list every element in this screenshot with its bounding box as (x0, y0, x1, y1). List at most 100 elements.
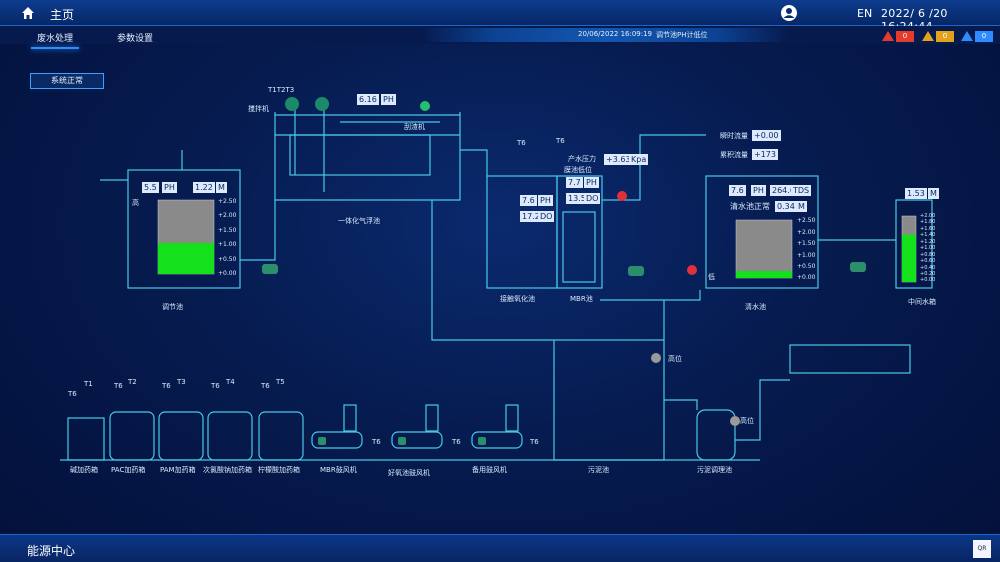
sludge-tank (553, 339, 665, 461)
tick: +1.60 (920, 226, 936, 232)
sludge-tank-label: 污泥池 (588, 466, 609, 474)
dosing-tank-5 (258, 411, 304, 461)
dosing-tank-1 (67, 417, 105, 461)
top-bar: 主页 EN 2022/ 6 /20 16:24:44 (0, 0, 1000, 33)
blower-t6-3: T6 (530, 438, 539, 446)
tick: +1.50 (797, 240, 816, 247)
middle-tank-label: 中间水箱 (908, 298, 936, 306)
blower-label-3: 备用鼓风机 (472, 466, 507, 474)
mbr-do-value: 13.5 (566, 193, 588, 204)
tick: +2.00 (218, 212, 237, 219)
tick: +0.00 (797, 274, 816, 281)
regulating-tank (127, 169, 241, 289)
mbr-ph-value: 7.7 (566, 177, 583, 188)
float-ph-value: 6.16 (357, 94, 379, 105)
tick: +1.20 (920, 239, 936, 245)
blower-3 (471, 431, 523, 449)
alarm-blue-count: 0 (975, 30, 993, 42)
high-marker: 高 (132, 199, 139, 207)
alarm-orange[interactable]: 0 (922, 30, 954, 42)
tick: +0.50 (797, 263, 816, 270)
dosing-label-3: PAM加药箱 (160, 466, 196, 474)
high-level-label-2: 高位 (740, 417, 754, 425)
mbr-ph-unit: PH (584, 177, 599, 188)
system-status-button[interactable]: 系统正常 (30, 73, 104, 89)
blower-label-2: 好氧池鼓风机 (388, 469, 430, 477)
tick: +2.50 (218, 198, 237, 205)
dosing-t-4: T2 (128, 378, 137, 386)
dosing-t-8: T4 (226, 378, 235, 386)
user-icon[interactable] (780, 4, 798, 22)
high-level-label-1: 高位 (668, 355, 682, 363)
alarm-message[interactable]: 调节池PH计低位 (656, 31, 708, 39)
mid-level-value: 1.53 (905, 188, 927, 199)
contact-ph-unit: PH (538, 195, 553, 206)
alarm-glow (420, 28, 790, 42)
tab-wastewater[interactable]: 废水处理 (30, 31, 80, 49)
t6-label-a: T6 (517, 139, 526, 147)
dosing-t-10: T5 (276, 378, 285, 386)
mbr-tank-label: MBR池 (570, 295, 593, 303)
low-marker: 低 (708, 273, 715, 281)
tick: +2.00 (920, 213, 936, 219)
qr-code-icon[interactable]: QR (973, 540, 991, 558)
clean-ph-value: 7.6 (729, 185, 746, 196)
tick: +0.00 (218, 270, 237, 277)
clean-status: 清水池正常 (730, 202, 770, 211)
t6-label-b: T6 (556, 137, 565, 145)
tick: +0.50 (218, 256, 237, 263)
clean-tank (705, 175, 819, 289)
tick: +1.00 (797, 252, 816, 259)
alarm-red[interactable]: 0 (882, 30, 914, 42)
dosing-t-2: T1 (84, 380, 93, 388)
mixer-label: 搅拌机 (248, 105, 269, 113)
clean-level-unit: M (796, 201, 807, 212)
warning-blue-icon (961, 31, 973, 41)
tick: +0.60 (920, 258, 936, 264)
flotation-tank-label: 一体化气浮池 (338, 217, 380, 225)
dosing-tank-3 (158, 411, 204, 461)
t1t2t3-label: T1T2T3 (268, 86, 295, 94)
alarm-red-count: 0 (896, 30, 914, 42)
tank1-ph-value: 5.5 (142, 182, 159, 193)
sludge-cond-tank (696, 409, 736, 461)
tank1-level-unit: M (216, 182, 227, 193)
warning-red-icon (882, 31, 894, 41)
home-icon[interactable] (20, 5, 36, 21)
contact-ph-value: 7.6 (520, 195, 537, 206)
tick: +1.00 (218, 241, 237, 248)
total-flow-value: +173 (752, 149, 778, 160)
tick: +1.40 (920, 232, 936, 238)
contact-do-value: 17.2 (520, 211, 542, 222)
tick: +2.00 (797, 229, 816, 236)
footer-title[interactable]: 能源中心 (27, 544, 76, 558)
alarm-blue[interactable]: 0 (961, 30, 993, 42)
mid-level-unit: M (928, 188, 939, 199)
clean-level-value: 0.34 (775, 201, 797, 212)
mbr-tank (556, 175, 603, 289)
dosing-t-7: T6 (211, 382, 220, 390)
home-label[interactable]: 主页 (50, 8, 75, 22)
clean-tds-unit: TDS (791, 185, 812, 196)
dosing-t-9: T6 (261, 382, 270, 390)
clean-tank-label: 清水池 (745, 303, 766, 311)
tick: +1.00 (920, 245, 936, 251)
clean-tds-value: 264.6 (770, 185, 797, 196)
dosing-t-1: T6 (68, 390, 77, 398)
contact-tank-label: 接触氧化池 (500, 295, 535, 303)
warning-orange-icon (922, 31, 934, 41)
language-toggle[interactable]: EN (857, 7, 873, 20)
dosing-label-1: 碱加药箱 (70, 466, 98, 474)
regulating-tank-label: 调节池 (162, 303, 183, 311)
flotation-tank (274, 112, 461, 201)
instant-flow-label: 瞬时流量 (720, 132, 748, 140)
instant-flow-value: +0.00 (752, 130, 781, 141)
dosing-label-5: 柠檬酸加药箱 (258, 466, 300, 474)
dosing-t-5: T6 (162, 382, 171, 390)
tab-parameters[interactable]: 参数设置 (117, 34, 154, 44)
dosing-t-3: T6 (114, 382, 123, 390)
gauges (157, 199, 917, 283)
dosing-label-4: 次氯酸钠加药箱 (203, 466, 252, 474)
blower-t6-1: T6 (372, 438, 381, 446)
